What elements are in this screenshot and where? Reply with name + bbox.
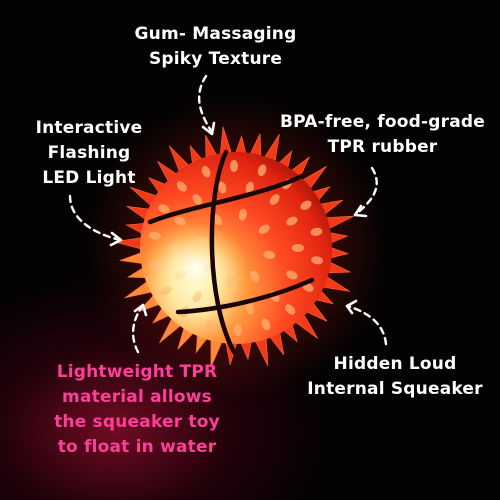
ball-nub (292, 244, 304, 252)
callout-gum-massaging: Gum- Massaging Spiky Texture (134, 24, 297, 69)
callout-bpa-free: BPA-free, food-grade TPR rubber (280, 112, 485, 157)
callout-squeaker: Hidden Loud Internal Squeaker (307, 354, 483, 399)
ball-nub (257, 164, 267, 177)
ball-nub (285, 304, 296, 315)
arrow-squeaker (345, 299, 388, 346)
seam-upper (147, 173, 305, 225)
ball-nub (158, 204, 170, 214)
ball-nub (286, 216, 298, 226)
ball-nub (311, 256, 324, 265)
ball-nub (201, 165, 211, 178)
seam-vertical (209, 149, 237, 355)
callout-floats-in-water: Lightweight TPR material allows the sque… (54, 362, 220, 457)
ball-nub (238, 208, 247, 221)
ball-seams (147, 149, 315, 355)
ball-nub (263, 250, 276, 259)
ball-nub (218, 181, 227, 194)
callout-led-light: Interactive Flashing LED Light (35, 118, 143, 188)
ball-nub (261, 318, 271, 331)
ball-nub (286, 270, 298, 280)
ball-nub (300, 200, 312, 210)
ball-nub (205, 319, 215, 332)
ball-nub (176, 181, 187, 192)
seam-lower (175, 277, 315, 315)
ball-nub (192, 194, 203, 205)
ball-nub (310, 227, 323, 236)
ball-nub (269, 194, 280, 205)
arrow-float (131, 303, 148, 354)
arrow-led (68, 194, 123, 247)
led-glow (144, 222, 248, 314)
ball-nub (258, 224, 270, 234)
arrow-gum (198, 74, 216, 136)
ball-nub (250, 270, 260, 282)
ball-nub (233, 324, 243, 336)
ball-nub (174, 216, 186, 226)
ball-nub (245, 181, 254, 194)
ball-nub (212, 214, 222, 226)
ball-nub (245, 302, 254, 315)
arrow-bpa (353, 166, 378, 218)
ball-nub (229, 160, 239, 172)
